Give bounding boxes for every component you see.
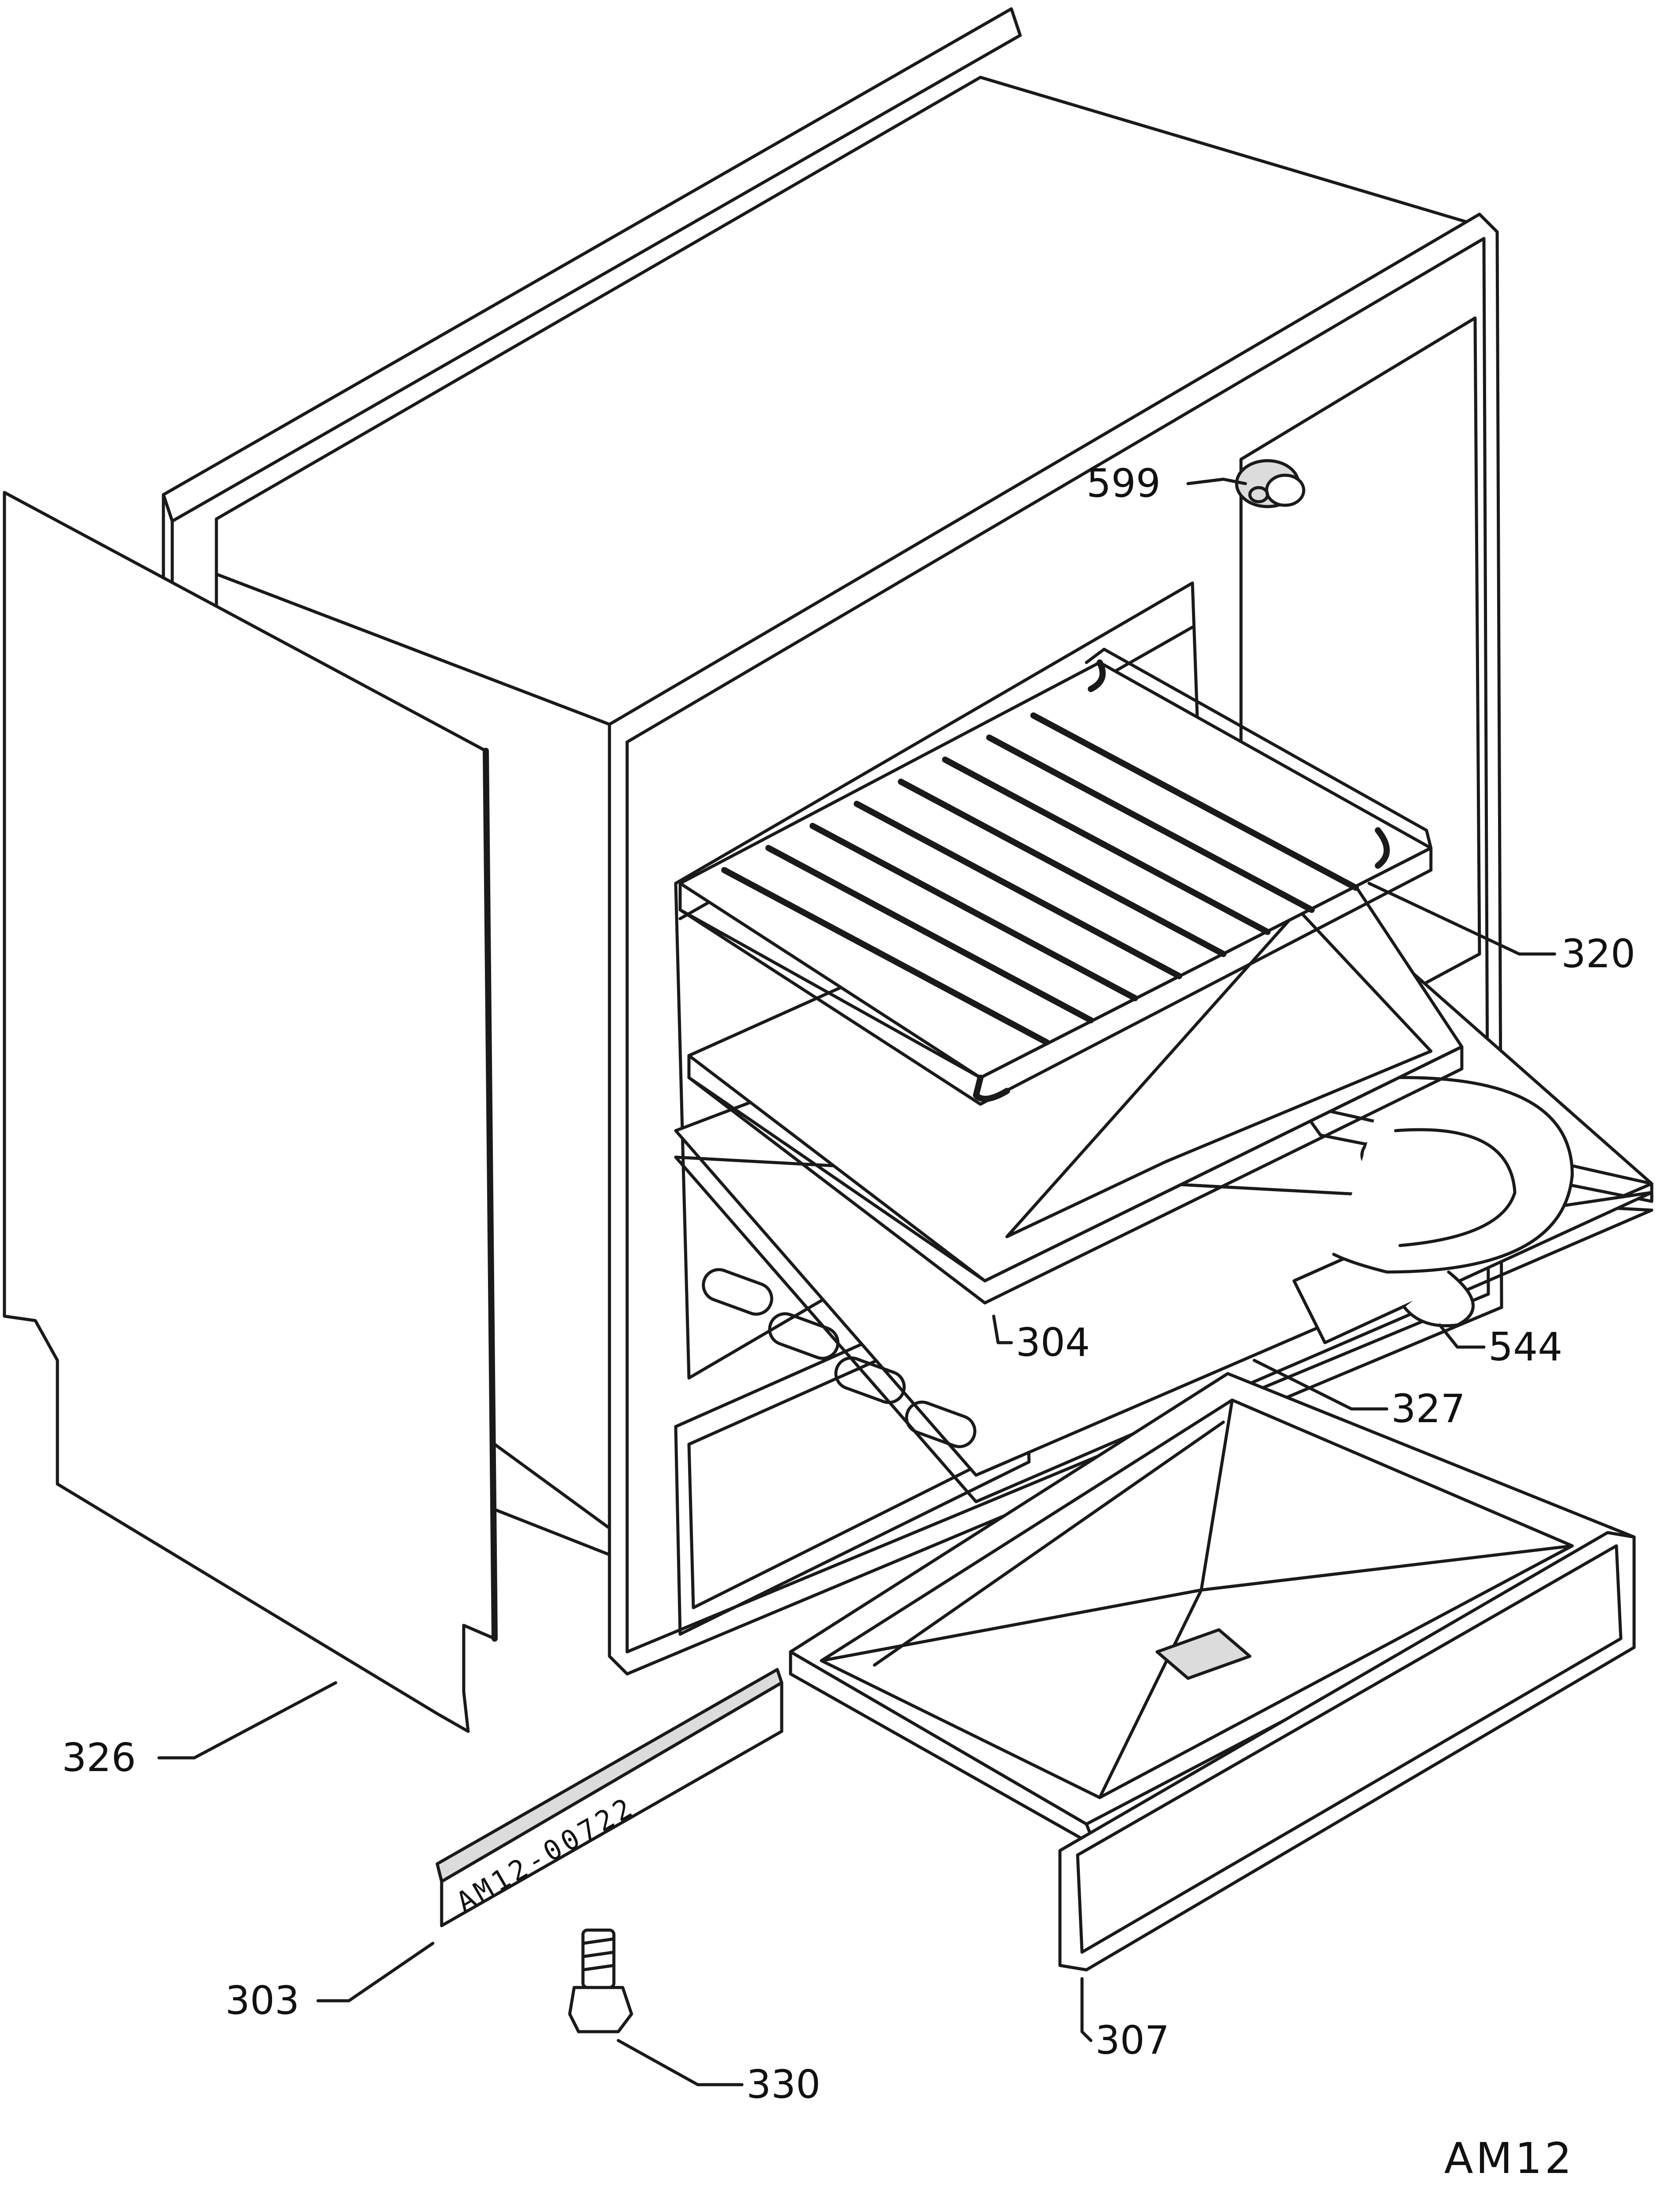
- label-320: 320: [1561, 931, 1635, 977]
- label-327: 327: [1391, 1386, 1465, 1431]
- label-303: 303: [225, 1978, 299, 2023]
- round-plate: [1292, 1076, 1654, 1344]
- screw: [568, 1928, 633, 2033]
- kick-plate: AM12-00722: [435, 1668, 783, 1927]
- label-326: 326: [62, 1735, 136, 1780]
- side-panel: [3, 491, 498, 1733]
- part-labels: 599 320 304 544 327 326 303 307 330: [62, 461, 1635, 2107]
- wire-rack: [678, 647, 1433, 1106]
- leader-lines: [157, 477, 1556, 2086]
- label-599: 599: [1086, 461, 1161, 506]
- label-304: 304: [1016, 1320, 1090, 1365]
- label-330: 330: [746, 2062, 821, 2107]
- label-307: 307: [1095, 2018, 1169, 2063]
- label-544: 544: [1488, 1324, 1563, 1370]
- control-knob: [1235, 459, 1305, 508]
- drawing-code: AM12: [1444, 2134, 1574, 2183]
- drawer: [789, 1372, 1636, 1972]
